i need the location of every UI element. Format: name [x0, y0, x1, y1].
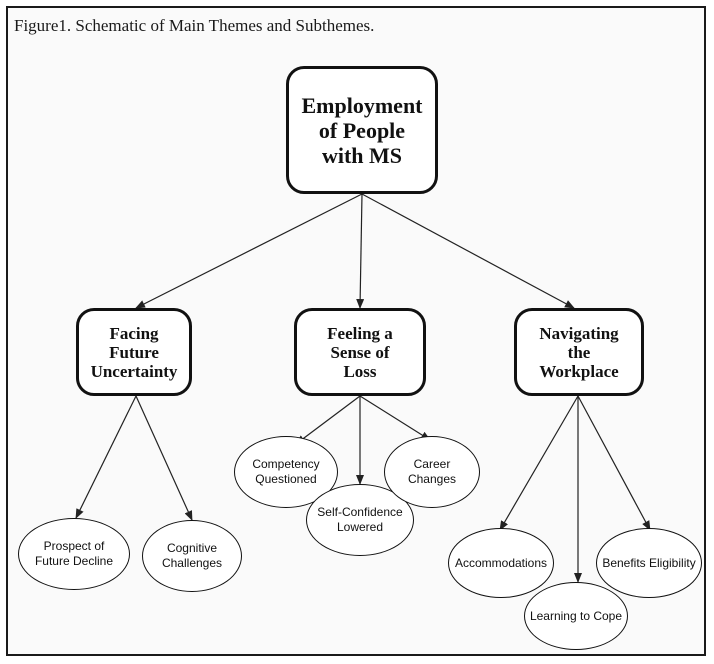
- subtheme-label: Prospect of Future Decline: [34, 539, 114, 568]
- connector-root-to-theme-1: [135, 193, 363, 309]
- connector-theme-3-to-accommodations: [499, 395, 579, 531]
- subtheme-label: Career Changes: [407, 457, 457, 486]
- subtheme-label: Cognitive Challenges: [161, 541, 223, 570]
- theme-box-feeling-a-sense-of-loss: Feeling a Sense of Loss: [294, 308, 426, 396]
- subtheme-cognitive-challenges: Cognitive Challenges: [142, 520, 242, 592]
- subtheme-label: Benefits Eligibility: [602, 555, 696, 570]
- theme-label: Facing Future Uncertainty: [90, 323, 178, 381]
- subtheme-label: Learning to Cope: [529, 608, 623, 623]
- subtheme-label: Accommodations: [454, 555, 548, 570]
- connector-root-to-theme-3: [361, 193, 575, 309]
- subtheme-prospect-of-future-decline: Prospect of Future Decline: [18, 518, 130, 590]
- subtheme-accommodations: Accommodations: [448, 528, 554, 598]
- subtheme-learning-to-cope: Learning to Cope: [524, 582, 628, 650]
- subtheme-benefits-eligibility: Benefits Eligibility: [596, 528, 702, 598]
- subtheme-label: Competency Questioned: [252, 457, 320, 486]
- theme-box-navigating-the-workplace: Navigating the Workplace: [514, 308, 644, 396]
- subtheme-label: Self-Confidence Lowered: [317, 505, 403, 534]
- connector-theme-1-to-cognitive: [135, 395, 193, 521]
- theme-box-facing-future-uncertainty: Facing Future Uncertainty: [76, 308, 192, 396]
- subtheme-competency-questioned: Competency Questioned: [234, 436, 338, 508]
- connector-theme-1-to-prospect: [75, 395, 137, 519]
- root-theme-box: Employment of People with MS: [286, 66, 438, 194]
- root-theme-label: Employment of People with MS: [301, 92, 423, 168]
- connector-theme-2-to-competency: [295, 395, 361, 445]
- connector-theme-3-to-benefits: [577, 395, 651, 531]
- subtheme-career-changes: Career Changes: [384, 436, 480, 508]
- theme-label: Feeling a Sense of Loss: [327, 323, 393, 381]
- connector-theme-2-to-career: [359, 395, 431, 441]
- theme-label: Navigating the Workplace: [539, 323, 619, 381]
- connector-root-to-theme-2: [356, 193, 365, 309]
- figure-caption: Figure1. Schematic of Main Themes and Su…: [14, 16, 375, 35]
